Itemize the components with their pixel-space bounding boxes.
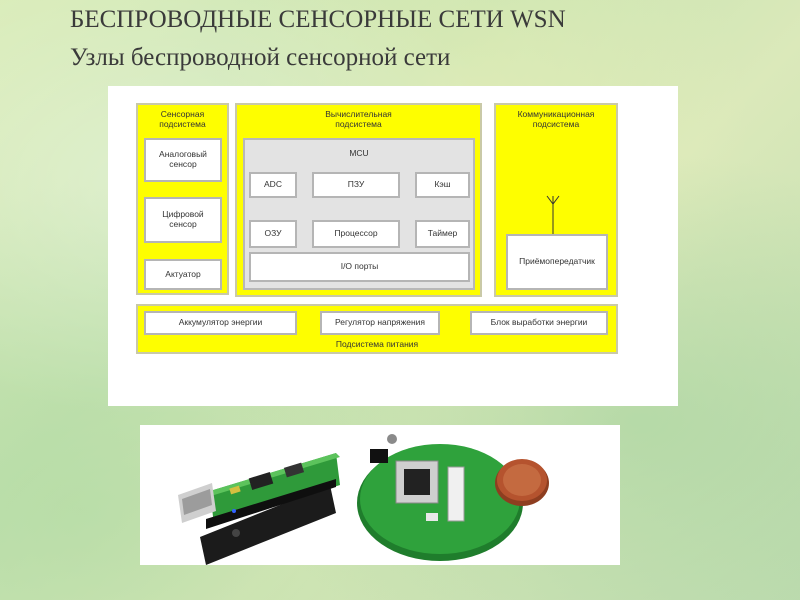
cpu-label: Процессор <box>334 228 378 239</box>
slide-title: БЕСПРОВОДНЫЕ СЕНСОРНЫЕ СЕТИ WSN <box>70 6 566 33</box>
antenna-icon <box>546 195 560 238</box>
battery-box: Аккумулятор энергии <box>144 311 297 335</box>
actuator-label: Актуатор <box>165 268 201 279</box>
comm-subsystem-label-1: Коммуникационная <box>517 109 595 119</box>
regulator-box: Регулятор напряжения <box>320 311 440 335</box>
timer-label: Таймер <box>427 228 458 239</box>
cache-box: Кэш <box>415 172 470 198</box>
timer-box: Таймер <box>415 220 470 248</box>
round-sensor-node-photo <box>357 434 523 561</box>
comm-subsystem-label-2: подсистема <box>532 118 580 129</box>
adc-box: ADC <box>249 172 297 198</box>
analog-sensor-label-1: Аналоговый <box>159 149 207 160</box>
digital-sensor-label-1: Цифровой <box>162 209 204 220</box>
analog-sensor-label-2: сенсор <box>169 159 197 169</box>
photo-panel <box>140 425 620 565</box>
actuator-box: Актуатор <box>144 259 222 290</box>
transceiver-box: Приёмопередатчик <box>506 234 608 290</box>
coin-photo <box>495 459 549 506</box>
compute-subsystem-label-2: подсистема <box>335 118 382 129</box>
compute-subsystem-label-1: Вычислительная <box>325 109 392 119</box>
ram-label: ОЗУ <box>264 228 282 239</box>
digital-sensor-label-2: сенсор <box>169 219 197 229</box>
slide-subtitle: Узлы беспроводной сенсорной сети <box>70 44 451 71</box>
mcu-label: MCU <box>349 148 369 158</box>
adc-label: ADC <box>264 179 282 190</box>
analog-sensor-box: Аналоговый сенсор <box>144 138 222 182</box>
harvester-box: Блок выработки энергии <box>470 311 608 335</box>
io-ports-box: I/O порты <box>249 252 470 282</box>
block-diagram: Сенсорная подсистема Аналоговый сенсор Ц… <box>108 86 678 406</box>
harvester-label: Блок выработки энергии <box>490 317 588 328</box>
rom-label: ПЗУ <box>347 179 365 190</box>
rom-box: ПЗУ <box>312 172 400 198</box>
regulator-label: Регулятор напряжения <box>334 317 426 328</box>
sensor-subsystem-label-1: Сенсорная <box>160 109 205 119</box>
transceiver-label: Приёмопередатчик <box>519 256 595 267</box>
sensor-node-board-photo <box>178 453 340 565</box>
battery-label: Аккумулятор энергии <box>178 317 263 328</box>
digital-sensor-box: Цифровой сенсор <box>144 197 222 243</box>
sensor-subsystem-label-2: подсистема <box>159 118 206 129</box>
io-ports-label: I/O порты <box>340 261 379 272</box>
cpu-box: Процессор <box>312 220 400 248</box>
ram-box: ОЗУ <box>249 220 297 248</box>
power-subsystem-label: Подсистема питания <box>335 339 419 350</box>
cache-label: Кэш <box>434 179 451 190</box>
